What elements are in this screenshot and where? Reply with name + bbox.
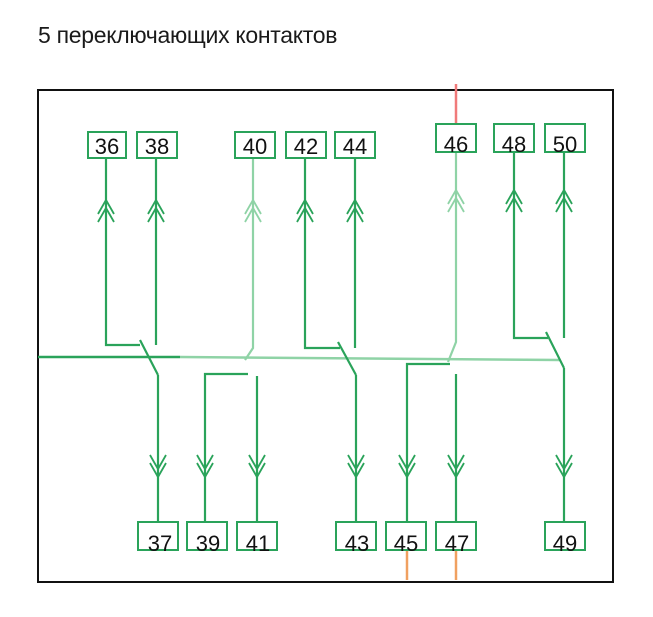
terminal-37: 37 [137, 521, 179, 556]
terminal-45: 45 [385, 521, 427, 556]
terminal-44: 44 [334, 131, 376, 159]
arrow-markers-up [97, 188, 573, 223]
svg-text:50: 50 [553, 132, 577, 157]
common-bus [38, 355, 561, 362]
svg-text:38: 38 [145, 134, 169, 159]
svg-text:45: 45 [394, 531, 418, 556]
terminals-bottom: 37 39 41 43 45 47 49 [137, 521, 586, 556]
terminal-39: 39 [186, 521, 228, 556]
svg-text:43: 43 [345, 531, 369, 556]
terminal-47: 47 [435, 521, 477, 556]
terminal-40: 40 [234, 131, 276, 159]
svg-text:49: 49 [553, 531, 577, 556]
terminal-48: 48 [493, 123, 535, 157]
terminal-42: 42 [285, 131, 327, 159]
terminal-38: 38 [136, 131, 178, 159]
terminal-43: 43 [335, 521, 377, 556]
svg-text:36: 36 [95, 134, 119, 159]
terminal-36: 36 [87, 131, 127, 159]
svg-text:44: 44 [343, 134, 367, 159]
terminal-41: 41 [236, 521, 278, 556]
diagram-title: 5 переключающих контактов [38, 22, 338, 48]
svg-text:39: 39 [196, 531, 220, 556]
svg-text:42: 42 [294, 134, 318, 159]
svg-text:47: 47 [445, 531, 469, 556]
arrow-markers-down [149, 454, 573, 479]
svg-text:37: 37 [148, 531, 172, 556]
terminal-50: 50 [544, 123, 586, 157]
terminal-46: 46 [435, 123, 477, 157]
svg-text:48: 48 [502, 132, 526, 157]
svg-text:41: 41 [246, 531, 270, 556]
svg-text:46: 46 [444, 132, 468, 157]
enclosure-frame [37, 89, 614, 583]
terminal-49: 49 [544, 521, 586, 556]
wiring [104, 152, 566, 522]
svg-text:40: 40 [243, 134, 267, 159]
terminals-top: 36 38 40 42 44 46 48 50 [87, 123, 586, 159]
